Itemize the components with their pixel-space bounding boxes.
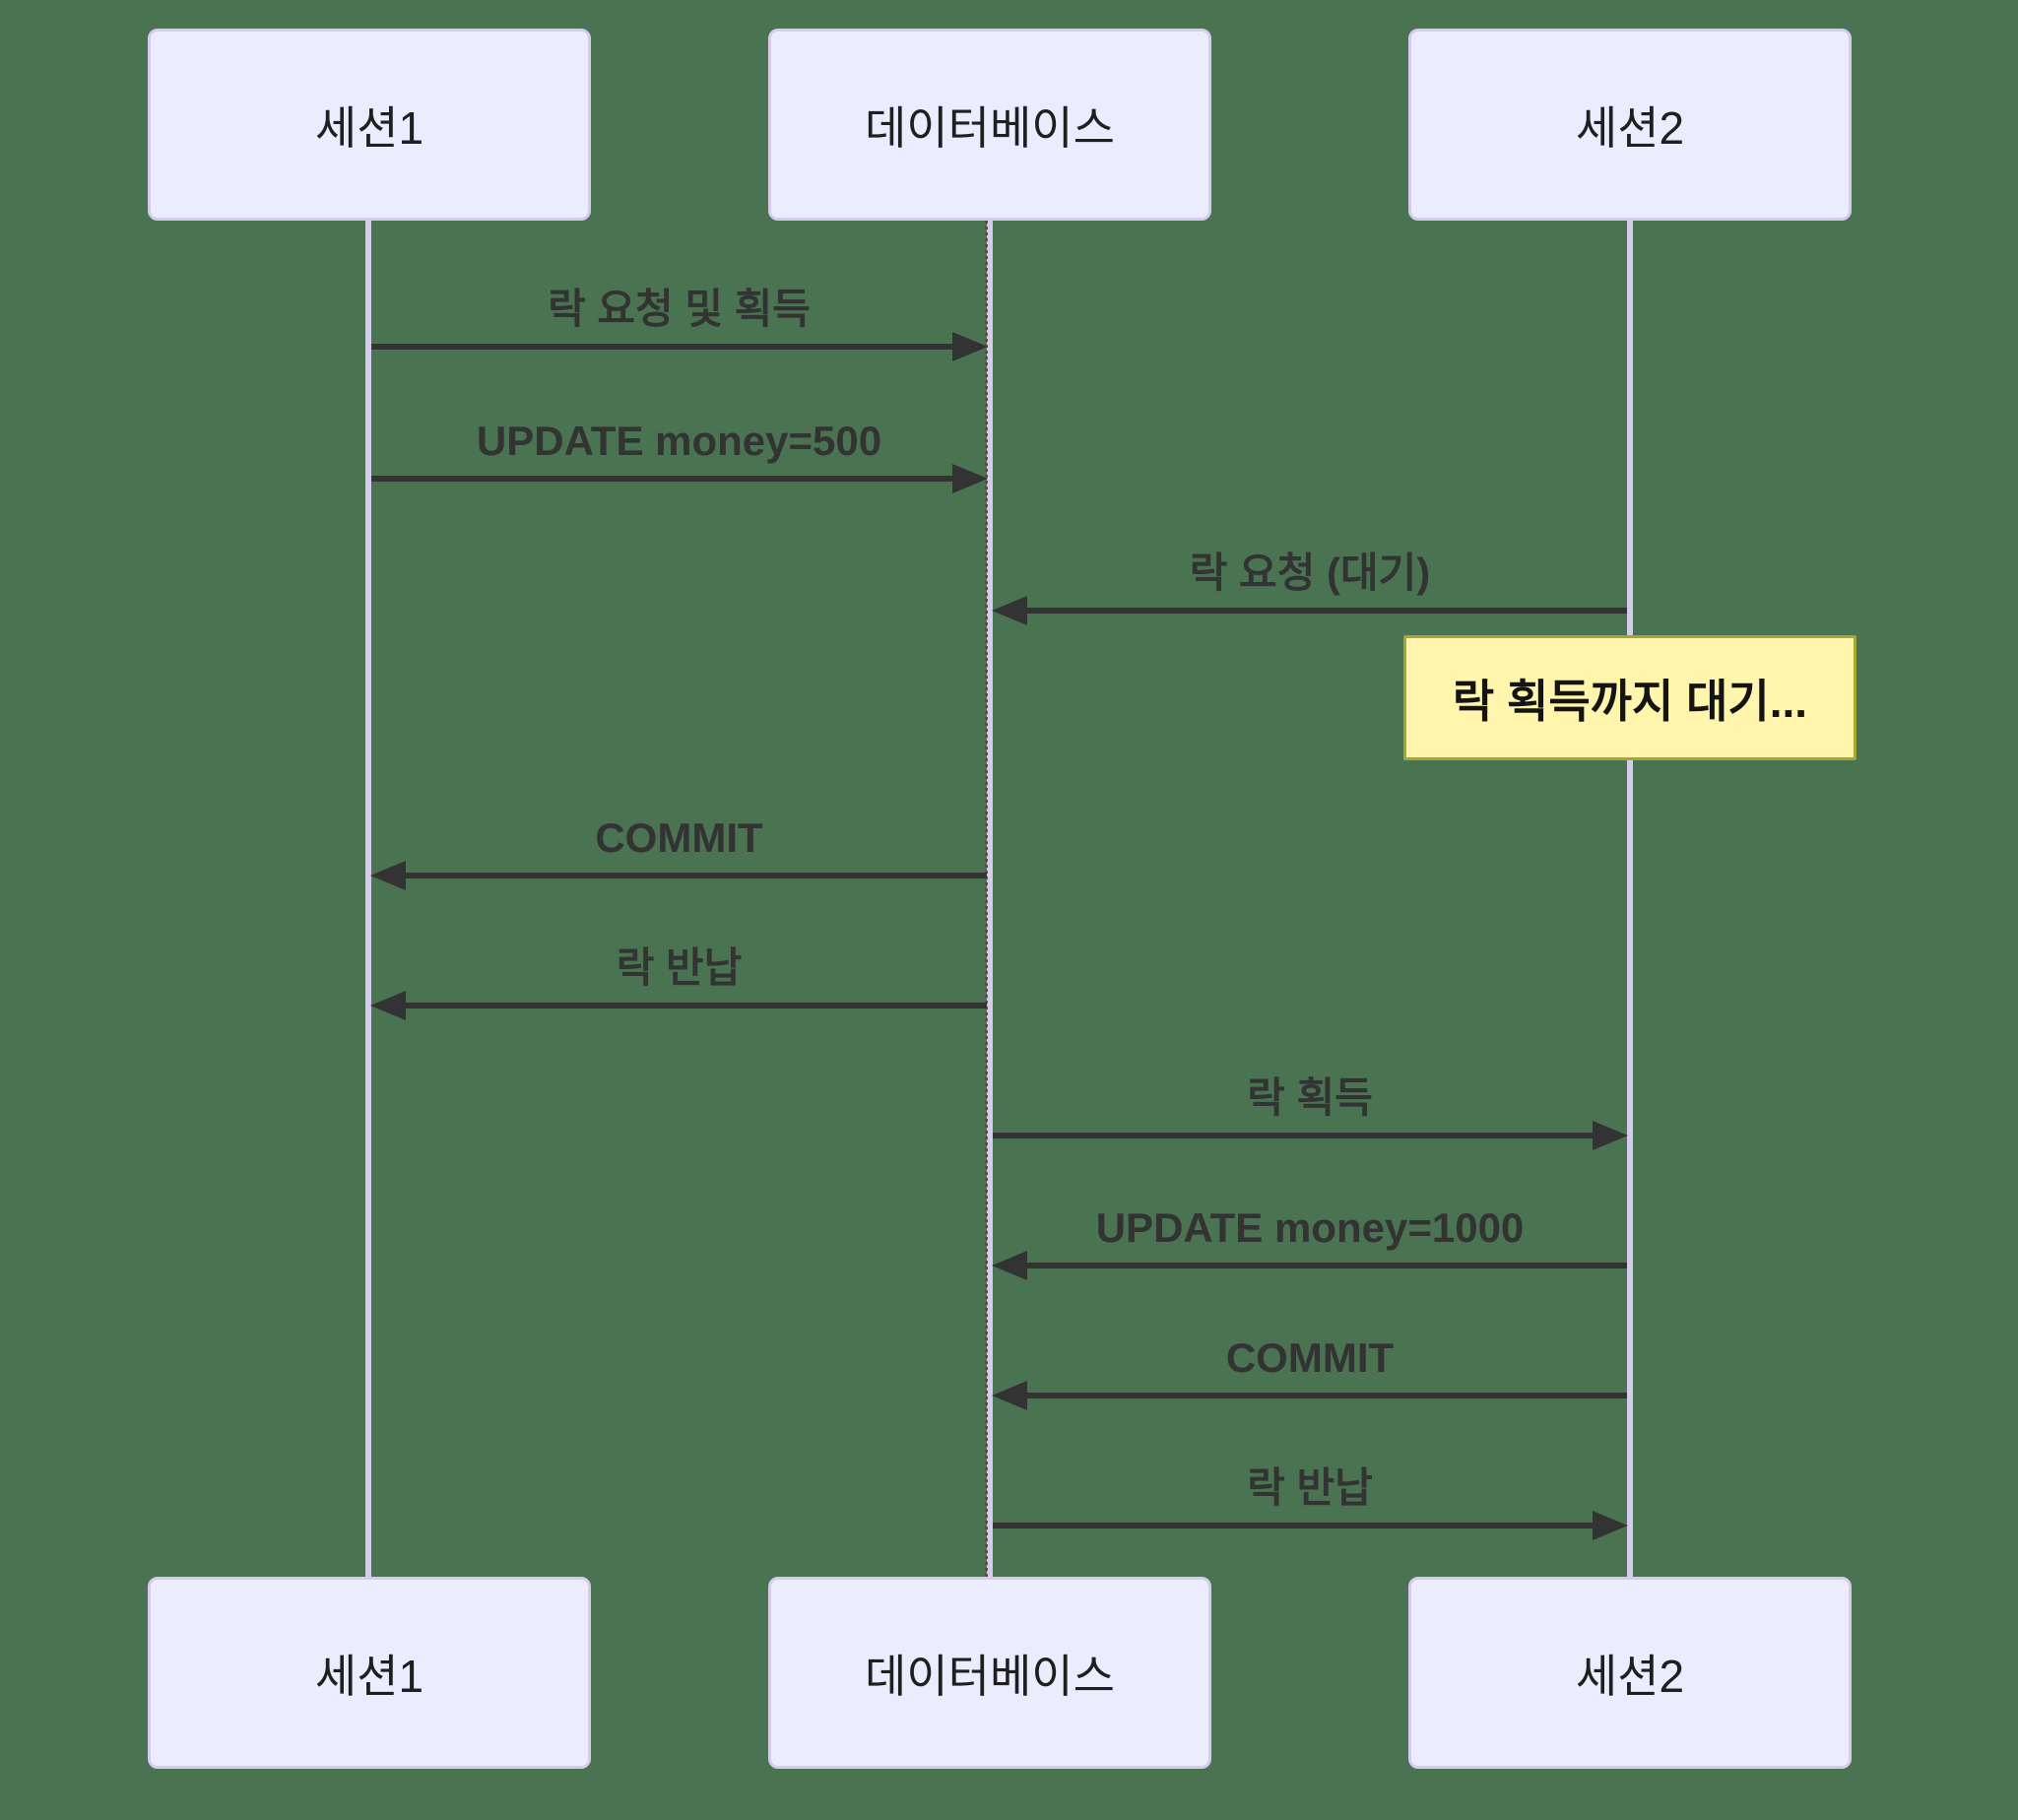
arrowhead-icon (370, 991, 406, 1020)
actor-label-session1: 세션1 (314, 1650, 424, 1702)
actor-bottom-session1: 세션1 (148, 1577, 591, 1769)
lifeline-session2 (1627, 221, 1633, 1577)
actor-bottom-session2: 세션2 (1408, 1577, 1852, 1769)
lifeline-database (987, 221, 993, 1577)
message-line (993, 1523, 1596, 1528)
message-line (1025, 608, 1627, 614)
message-line (1025, 1263, 1627, 1268)
actor-label-database: 데이터베이스 (865, 101, 1115, 154)
arrowhead-icon (370, 861, 406, 890)
message-label: COMMIT (595, 814, 763, 861)
lifeline-session1 (365, 221, 371, 1577)
arrowhead-icon (1593, 1121, 1628, 1150)
message-label: 락 획득 (1247, 1074, 1373, 1121)
actor-label-session2: 세션2 (1575, 1650, 1685, 1702)
message-label: UPDATE money=1000 (1095, 1204, 1525, 1251)
message-label: 락 반납 (616, 944, 743, 991)
message-line (404, 1003, 987, 1008)
message-line (1025, 1393, 1627, 1398)
message-label: 락 반납 (1247, 1464, 1373, 1511)
message-line (371, 344, 956, 350)
message-label: UPDATE money=500 (476, 418, 882, 464)
message-line (993, 1133, 1596, 1138)
note-wait-for-lock: 락 획득까지 대기... (1403, 635, 1856, 760)
arrowhead-icon (992, 1381, 1027, 1410)
arrowhead-icon (992, 596, 1027, 625)
message-label: COMMIT (1225, 1334, 1395, 1381)
actor-top-database: 데이터베이스 (768, 29, 1211, 221)
actor-bottom-database: 데이터베이스 (768, 1577, 1211, 1769)
actor-label-session2: 세션2 (1575, 101, 1685, 154)
actor-top-session2: 세션2 (1408, 29, 1852, 221)
arrowhead-icon (1593, 1511, 1628, 1540)
actor-label-session1: 세션1 (314, 101, 424, 154)
arrowhead-icon (952, 464, 988, 493)
lifeline-database-dotted-line (985, 221, 988, 1577)
actor-top-session1: 세션1 (148, 29, 591, 221)
arrowhead-icon (992, 1251, 1027, 1280)
message-label: 락 요청 및 획득 (548, 286, 811, 332)
message-line (404, 873, 987, 878)
arrowhead-icon (952, 332, 988, 361)
actor-label-database: 데이터베이스 (865, 1650, 1115, 1702)
note-label: 락 획득까지 대기... (1452, 675, 1808, 727)
message-label: 락 요청 (대기) (1189, 550, 1431, 596)
message-line (371, 476, 956, 482)
